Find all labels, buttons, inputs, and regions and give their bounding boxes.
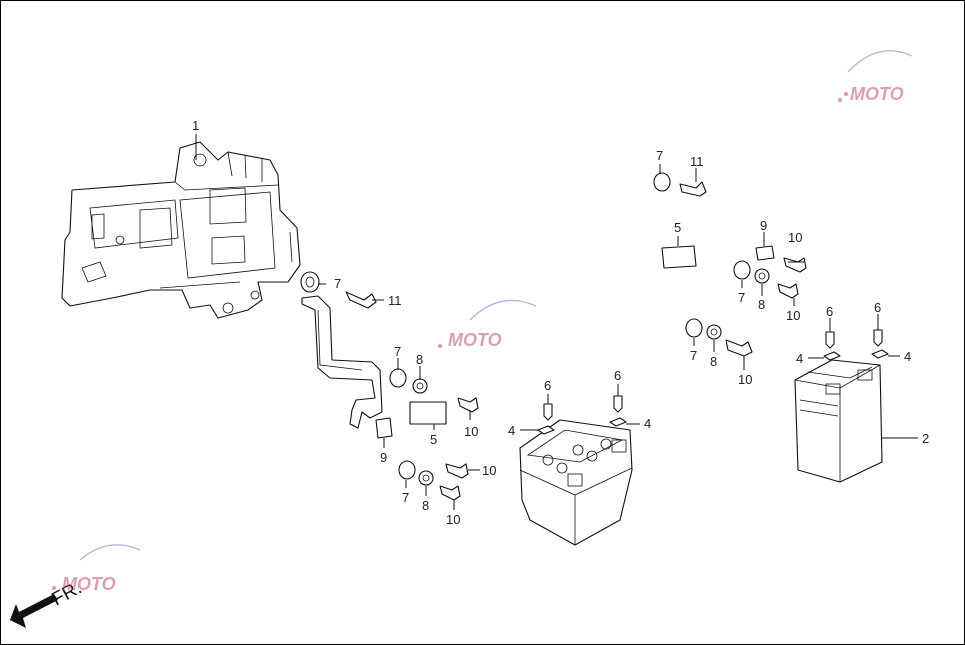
callout-8: 8 (422, 498, 429, 513)
bolt-6c (825, 331, 835, 349)
bolt-10f (725, 339, 753, 357)
washer-7a (300, 271, 320, 293)
battery-box-bracket (61, 141, 301, 319)
watermark-bottom-left: MOTO (52, 544, 141, 594)
nut-4b (609, 417, 627, 427)
watermark-logo-text: MOTO (62, 574, 116, 594)
bolt-10b (445, 463, 469, 479)
callout-10: 10 (738, 372, 752, 387)
callout-8: 8 (758, 297, 765, 312)
callout-5: 5 (430, 432, 437, 447)
washer-7b (389, 368, 407, 388)
callout-7: 7 (394, 344, 401, 359)
callout-10: 10 (788, 230, 802, 245)
callout-7: 7 (738, 290, 745, 305)
callout-9: 9 (380, 450, 387, 465)
callout-9: 9 (760, 218, 767, 233)
clip-9b (755, 245, 775, 261)
watermark-top-right: MOTO (838, 49, 913, 104)
washer-8c (754, 268, 770, 284)
callout-6: 6 (826, 304, 833, 319)
watermark-logo-text: MOTO (448, 330, 502, 350)
callout-4: 4 (796, 351, 803, 366)
bolt-10c (439, 485, 461, 501)
callout-4: 4 (904, 349, 911, 364)
watermark-logo-text: MOTO (850, 84, 904, 104)
callout-11: 11 (690, 154, 704, 169)
callout-labels: 1 2 7 11 7 8 10 5 9 7 8 10 10 4 6 6 4 7 … (192, 118, 929, 527)
nut-4a (537, 425, 555, 435)
nut-4c (823, 351, 841, 361)
nut-4d (871, 349, 889, 359)
bolt-11a (345, 291, 377, 309)
callout-8: 8 (710, 354, 717, 369)
callout-10: 10 (482, 463, 496, 478)
front-arrow-icon (10, 594, 58, 628)
callout-1: 1 (192, 118, 199, 133)
callout-10: 10 (464, 424, 478, 439)
callout-10: 10 (786, 308, 800, 323)
callout-11: 11 (388, 293, 402, 308)
hardware (300, 172, 889, 501)
callout-4: 4 (644, 416, 651, 431)
bolt-6b (613, 395, 623, 413)
leader-lines (195, 134, 918, 510)
callout-6: 6 (614, 368, 621, 383)
callout-4: 4 (508, 423, 515, 438)
bolt-10e (777, 283, 799, 299)
clip-9a (375, 417, 393, 439)
battery-small (519, 419, 633, 546)
callout-10: 10 (446, 512, 460, 527)
bolt-10a (457, 397, 479, 413)
bolt-10d (783, 257, 807, 273)
callout-7: 7 (690, 348, 697, 363)
washer-7d (653, 172, 671, 192)
washer-7e (733, 260, 751, 280)
battery-strap (301, 295, 383, 429)
callout-2: 2 (922, 431, 929, 446)
washer-7f (685, 318, 703, 338)
pad-5b (661, 245, 697, 269)
battery-large (794, 359, 883, 483)
callout-7: 7 (656, 148, 663, 163)
washer-8a (412, 378, 428, 394)
pad-5a (409, 401, 447, 425)
callout-6: 6 (544, 378, 551, 393)
bolt-6a (543, 403, 553, 421)
callout-7: 7 (334, 276, 341, 291)
washer-7c (398, 460, 416, 480)
bolt-11b (679, 181, 707, 197)
watermark-center: MOTO (438, 299, 537, 350)
washer-8b (418, 470, 434, 486)
callout-8: 8 (416, 352, 423, 367)
callout-7: 7 (402, 490, 409, 505)
washer-8d (706, 324, 722, 340)
callout-5: 5 (674, 220, 681, 235)
callout-6: 6 (874, 300, 881, 315)
bolt-6d (873, 329, 883, 347)
